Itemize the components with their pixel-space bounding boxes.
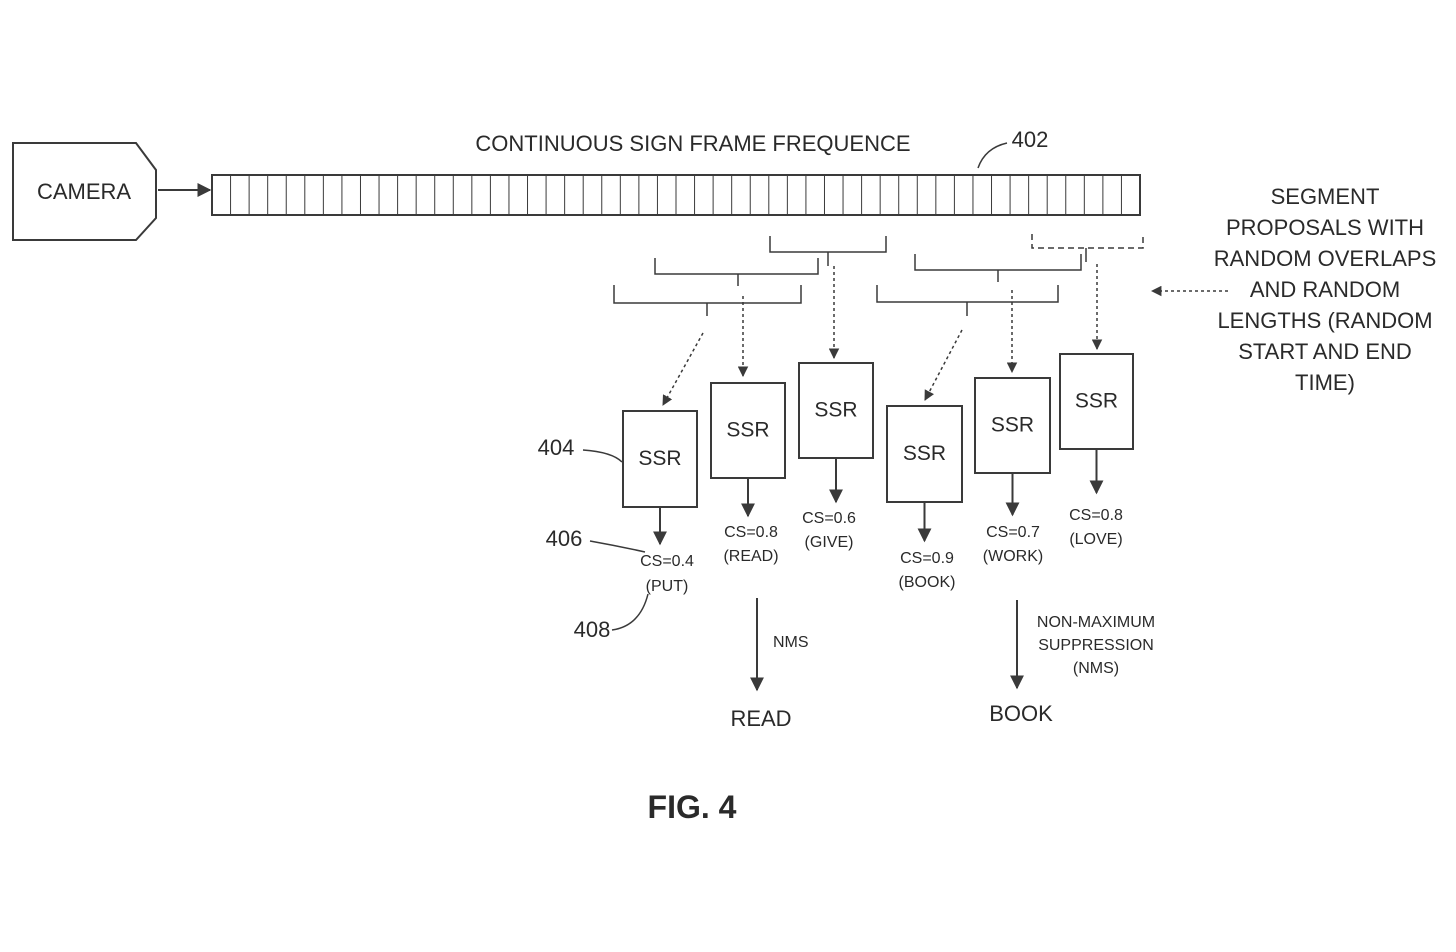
annotation-line: TIME)	[1295, 370, 1355, 395]
proposal-bracket-5	[914, 254, 1082, 271]
confidence-score: CS=0.4	[640, 553, 694, 570]
annotation-line: RANDOM OVERLAPS	[1214, 246, 1437, 271]
ref-score: 406	[546, 526, 583, 551]
proposal-bracket-2	[654, 258, 819, 275]
confidence-score: CS=0.6	[802, 510, 856, 527]
nms-right-line: NON-MAXIMUM	[1037, 614, 1155, 631]
predicted-sign: (READ)	[723, 548, 778, 565]
ref-label-leader	[611, 593, 649, 631]
ssr-block: SSR CS=0.8 (LOVE)	[1059, 353, 1134, 548]
annotation: SEGMENT PROPOSALS WITH RANDOM OVERLAPS A…	[1150, 184, 1437, 395]
nms-right-line: SUPPRESSION	[1038, 637, 1154, 654]
nms-left-result: READ	[730, 706, 791, 731]
predicted-sign: (LOVE)	[1069, 531, 1122, 548]
annotation-line: AND RANDOM	[1250, 277, 1400, 302]
proposal-arrow-4	[924, 329, 963, 401]
ssr-block: SSR CS=0.7 (WORK)	[974, 377, 1051, 565]
annotation-line: SEGMENT	[1271, 184, 1380, 209]
ssr-block: SSR CS=0.8 (READ)	[710, 382, 786, 565]
predicted-sign: (WORK)	[983, 548, 1043, 565]
confidence-score: CS=0.8	[724, 524, 778, 541]
confidence-score: CS=0.8	[1069, 507, 1123, 524]
ssr-block: SSR CS=0.9 (BOOK)	[886, 405, 963, 591]
frame-sequence	[211, 174, 1141, 216]
nms-right-result: BOOK	[989, 701, 1053, 726]
confidence-score: CS=0.9	[900, 550, 954, 567]
figure-label: FIG. 4	[648, 789, 737, 825]
segment-proposals	[613, 234, 1144, 316]
proposal-arrow-1	[662, 332, 704, 406]
predicted-sign: (PUT)	[646, 578, 689, 595]
nms-left-label: NMS	[773, 634, 809, 651]
ref-score-leader	[589, 540, 646, 553]
ssr-label: SSR	[1075, 390, 1118, 413]
camera-label: CAMERA	[37, 179, 131, 204]
proposal-bracket-4	[876, 285, 1059, 303]
frame-cells	[230, 175, 1122, 215]
ssr-label: SSR	[638, 447, 681, 470]
proposal-bracket-3	[769, 236, 887, 253]
ssr-label: SSR	[814, 399, 857, 422]
ssr-block: SSR CS=0.6 (GIVE)	[798, 362, 874, 551]
ssr-blocks: SSR CS=0.4 (PUT) SSR CS=0.8 (READ) SSR CS=0.6 (G…	[622, 353, 1134, 595]
ssr-label: SSR	[726, 419, 769, 442]
annotation-line: LENGTHS (RANDOM	[1217, 308, 1432, 333]
ssr-label: SSR	[903, 442, 946, 465]
predicted-sign: (BOOK)	[899, 574, 956, 591]
sequence-title: CONTINUOUS SIGN FRAME FREQUENCE	[475, 131, 910, 156]
camera-block: CAMERA	[12, 142, 157, 241]
sequence-ref-leader	[977, 142, 1008, 169]
ssr-block: SSR CS=0.4 (PUT)	[622, 410, 698, 595]
ssr-label: SSR	[991, 414, 1034, 437]
annotation-line: START AND END	[1238, 339, 1412, 364]
sequence-ref: 402	[1012, 127, 1049, 152]
predicted-sign: (GIVE)	[805, 534, 854, 551]
annotation-line: PROPOSALS WITH	[1226, 215, 1424, 240]
camera-shape	[12, 142, 157, 241]
nms-right-line: (NMS)	[1073, 660, 1119, 677]
ref-label: 408	[574, 617, 611, 642]
ref-ssr: 404	[538, 435, 575, 460]
confidence-score: CS=0.7	[986, 524, 1040, 541]
ref-ssr-leader	[582, 449, 623, 463]
proposal-bracket-1	[613, 285, 802, 304]
proposal-bracket-6	[1031, 234, 1144, 249]
proposal-arrows	[662, 264, 1103, 406]
